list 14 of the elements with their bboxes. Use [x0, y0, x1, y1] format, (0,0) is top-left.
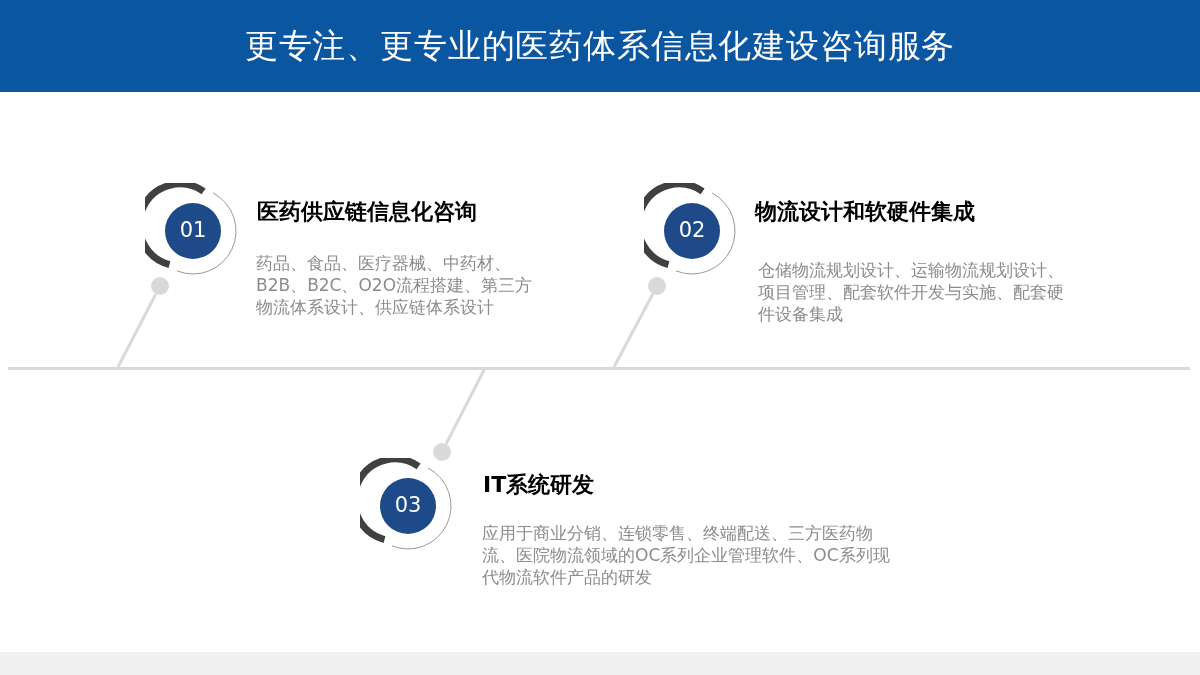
connector-line	[116, 293, 158, 368]
step-heading: 医药供应链信息化咨询	[257, 198, 477, 226]
step-heading: IT系统研发	[483, 471, 595, 499]
step-description: 应用于商业分销、连锁零售、终端配送、三方医药物流、医院物流领域的OC系列企业管理软件、OC系列现代物流软件产品的研发	[482, 522, 891, 588]
connector-line	[612, 293, 655, 368]
step-description: 药品、食品、医疗器械、中药材、B2B、B2C、O2O流程搭建、第三方物流体系设计、供应链体系设计	[256, 252, 534, 318]
step-number: 01	[179, 217, 207, 245]
step-number: 03	[394, 492, 422, 520]
step-number: 02	[678, 217, 706, 245]
step-heading: 物流设计和软硬件集成	[755, 198, 975, 226]
timeline-bar	[8, 367, 1190, 370]
connector-line	[444, 369, 486, 445]
step-description: 仓储物流规划设计、运输物流规划设计、项目管理、配套软件开发与实施、配套硬件设备集成	[758, 259, 1065, 325]
title: 更专注、更专业的医药体系信息化建设咨询服务	[244, 25, 956, 68]
